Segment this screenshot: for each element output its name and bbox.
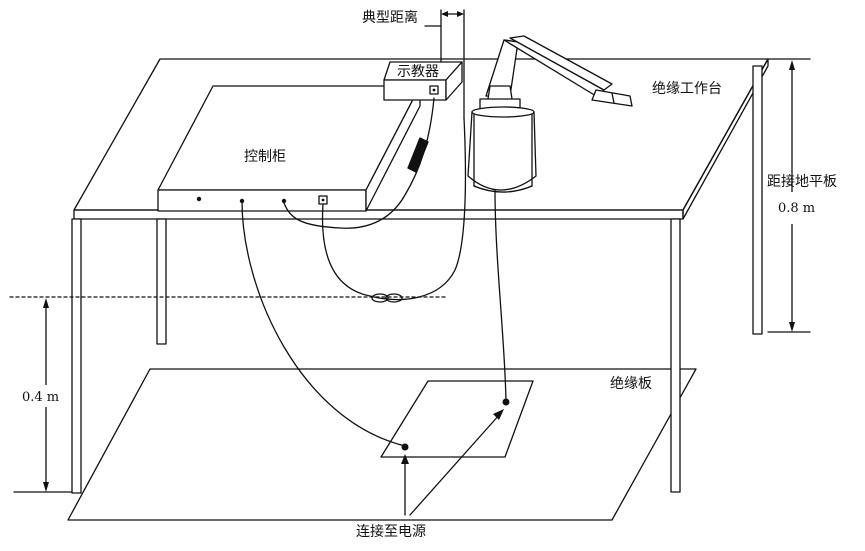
label-control-cabinet: 控制柜 (244, 149, 286, 165)
distance-arrowhead-right (457, 11, 464, 17)
power-cable-robot (494, 189, 507, 403)
power-plug-1 (401, 443, 409, 451)
ground-plane (67, 368, 697, 521)
cable-loop (321, 117, 467, 301)
label-teach-pendant: 示教器 (397, 64, 439, 80)
power-arrow-line-2 (409, 413, 501, 516)
power-cable-cabinet (241, 200, 406, 447)
table-legs (71, 65, 763, 494)
table-height-arrow-bottom (789, 322, 795, 332)
label-cable-height: 0.4 m (22, 390, 59, 405)
pendant-front (383, 79, 447, 101)
cabinet-front (157, 189, 367, 212)
label-insulated-workbench: 绝缘工作台 (652, 81, 722, 97)
cabinet-right (365, 85, 421, 212)
cable-knot-2 (385, 293, 403, 303)
cabinet-ports (196, 196, 287, 204)
leg-front-left (71, 218, 82, 494)
pendant-connector-pin (432, 88, 436, 92)
port-3 (281, 198, 287, 204)
table-top-right-edge (682, 58, 769, 220)
cable-knot-1 (371, 293, 389, 303)
label-mask-08 (770, 192, 830, 224)
arm-gripper (591, 89, 633, 107)
cable-sleeve (407, 137, 429, 173)
label-typical-distance: 典型距离 (362, 9, 418, 26)
power-plug-2 (502, 398, 510, 406)
insulating-board (380, 380, 534, 458)
port-connector-pin (321, 198, 325, 202)
label-insulating-board: 绝缘板 (610, 376, 652, 392)
leg-back-right (752, 65, 763, 335)
label-distance-to-ground: 距接地平板 (767, 173, 837, 190)
power-arrowhead-1 (401, 454, 409, 464)
cup-base (473, 185, 533, 193)
leg-back-left (156, 218, 167, 345)
power-arrowhead-2 (493, 409, 504, 420)
control-cabinet (157, 85, 421, 212)
table-height-arrow-top (789, 60, 795, 70)
arm-upper-link-side (509, 35, 613, 91)
distance-arrowhead-left (441, 11, 448, 17)
cup-outline (467, 111, 537, 191)
teach-pendant (383, 61, 463, 101)
gripper-detail (611, 92, 615, 104)
cable-height-arrow-top (43, 298, 49, 308)
pendant-side (445, 61, 463, 101)
label-table-height: 0.8 m (778, 201, 815, 216)
cable-height-arrow-bottom (43, 482, 49, 492)
robot-arm (479, 35, 633, 118)
pendant-connector (429, 85, 439, 95)
cup-body (473, 109, 533, 193)
arm-upper-link (503, 39, 605, 97)
label-mask-04 (14, 385, 70, 407)
port-1 (196, 196, 202, 202)
label-connect-to-power: 连接至电源 (356, 523, 426, 540)
cup-rim (471, 106, 535, 118)
insulating-cup (471, 106, 535, 193)
leg-front-right (670, 218, 681, 493)
